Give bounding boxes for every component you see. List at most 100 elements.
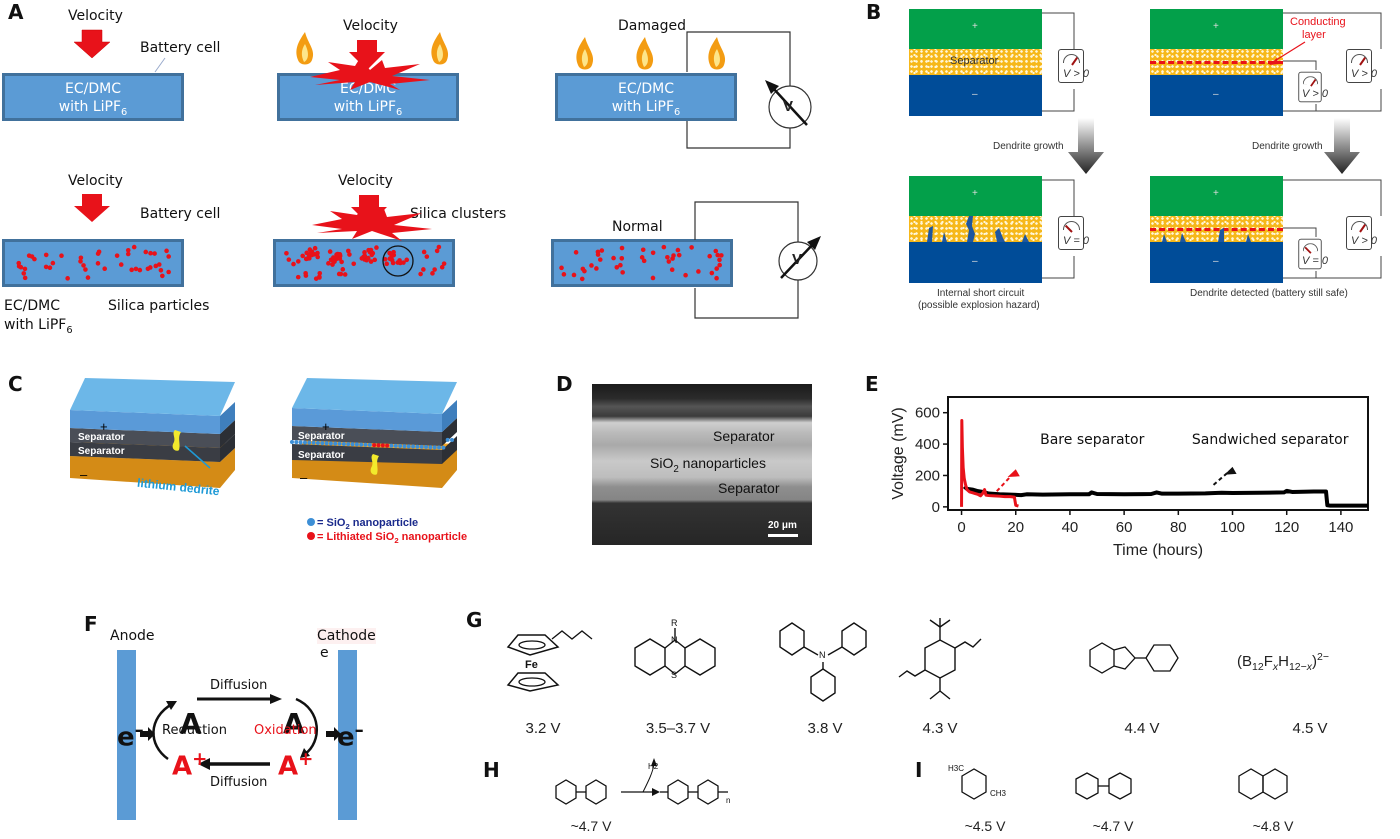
blue-dot-icon [307,518,315,526]
butylferrocene-structure [506,630,593,692]
sio2-particle [432,445,437,450]
silica-cluster-particle [311,251,317,257]
silica-cluster-particle [365,255,371,261]
flame-icon [296,32,314,65]
silica-particle [32,256,37,262]
silica-particle [114,253,120,258]
annotation-arrow-bare [996,473,1014,492]
silica-particle [326,261,331,266]
lithiated-sio2-particle [385,443,390,448]
sio2-particle [346,442,351,447]
silica-particle [18,264,24,270]
circuit-wire [1283,12,1382,112]
sio2-particle [398,444,403,449]
silica-particle [330,262,335,267]
r-group-label: R [671,618,678,628]
silica-particle [619,245,625,251]
conducting-layer-label-2: layer [1302,29,1326,41]
voltmeter-label: V [783,98,794,115]
electrolyte-text-2: with LiPF6 [333,99,403,118]
silica-particle [650,250,656,256]
silica-particle [676,252,682,258]
caption-dendrite-detected: Dendrite detected (battery still safe) [1190,288,1348,299]
y-tick-label: 0 [932,499,940,516]
silica-particle [597,257,603,262]
silica-particle [351,261,357,267]
sio2-particle [290,440,294,444]
sio2-particle [389,443,394,448]
silica-particle [317,270,323,276]
xylene-structure [961,768,987,800]
sio2-particle [406,444,411,449]
sio2-particle [415,444,420,449]
silica-cluster-particle [389,253,395,259]
electrolyte-label-2: with LiPF6 [4,317,73,336]
cathode-label: Cathode [317,628,376,644]
sio2-particle [437,445,442,450]
minus-sign: – [1213,256,1219,267]
panel-label-h: H [483,758,500,782]
silica-particle [133,266,139,272]
silica-particle [594,266,599,271]
silica-particle [317,275,322,280]
silica-particle [145,266,151,272]
anode-label: Anode [110,628,155,644]
silica-particle [295,259,301,264]
battery-cell-clusters [273,239,455,287]
dendrite-growth-label: Dendrite growth [993,141,1064,152]
silica-cluster-particle [337,252,343,257]
cell-diagram-dendrite-detected: + – [1150,176,1283,283]
sio2-particle [363,442,368,447]
silica-particle [78,255,84,261]
silica-particle [589,263,594,268]
velocity-label: Velocity [343,18,398,34]
y-tick-label: 600 [915,405,940,422]
sio2-particle [315,440,320,445]
annotation-arrowhead-bare [1007,469,1020,478]
silica-particle [81,263,86,268]
cluster-circle [382,245,414,277]
minus-sign: – [972,89,978,100]
panel-label-d: D [556,372,573,396]
pfpbo-structure [1089,642,1179,674]
voltage-label: 4.5 V [1292,720,1328,737]
silica-particle [129,267,134,273]
sem-label-sio2: SiO2 nanoparticles [650,455,766,475]
velocity-label: Velocity [68,8,123,24]
silica-cluster-particle [334,252,339,257]
conducting-layer-label: Conducting [1290,16,1346,28]
velocity-arrow-icon [73,29,111,59]
silica-particle [295,274,301,280]
silica-particle [669,267,675,272]
red-dot-icon [307,532,315,540]
sio2-particle [367,442,372,447]
sulfur-label: S [671,670,678,680]
silica-cluster-particle [368,247,374,253]
dendrite-icon [927,216,1029,242]
silica-particle [153,263,159,269]
silica-particle [707,253,712,259]
impact-burst-icon [310,40,430,90]
redox-shuttle-diagram [140,694,341,770]
silica-particle [436,244,442,250]
silica-particle [430,271,435,276]
sio2-particle [402,444,407,449]
species-a-right: A [283,707,305,740]
caption-short-circuit-2: (possible explosion hazard) [918,300,1040,311]
plus-sign: + [972,21,978,32]
silica-particle [611,255,616,261]
separator-label: Separator [298,431,345,442]
sio2-particle [450,438,454,442]
silica-cluster-particle [307,256,312,261]
silica-particle [579,276,585,282]
lithiated-sio2-particle [380,443,385,448]
silica-particle [665,254,670,260]
silica-particle [85,275,91,280]
triphenylamine-structure [779,622,867,702]
anode-electrode [117,650,136,820]
voltage-reading: V = 0 [1302,255,1328,267]
n-subscript: n [726,796,731,805]
sio2-particle [419,444,424,449]
cathode-e-label: e [320,645,329,661]
